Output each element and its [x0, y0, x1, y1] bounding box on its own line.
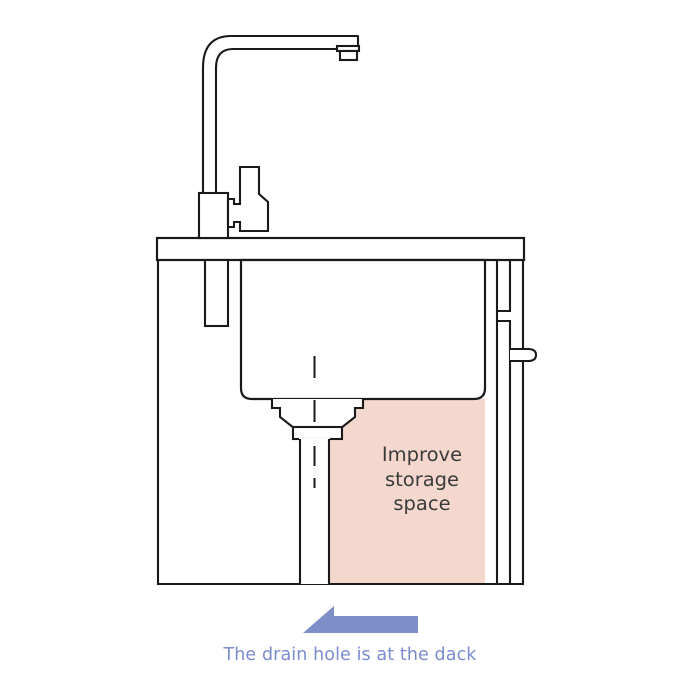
drain-hole-caption: The drain hole is at the dack: [223, 645, 477, 665]
direction-arrow-left: [303, 606, 418, 633]
faucet-lever-handle[interactable]: [226, 165, 270, 233]
improve-storage-space-region: [329, 399, 485, 583]
sink-basin: [239, 258, 487, 401]
faucet-base-column: [197, 191, 230, 240]
countertop-slab: [155, 236, 526, 262]
cabinet-door-panel: [495, 260, 512, 584]
faucet-spout-outlet: [335, 44, 361, 62]
cabinet-door-handle[interactable]: [510, 347, 538, 363]
improve-storage-space-label: Improve storage space: [381, 443, 463, 515]
cabinet-body: [156, 260, 525, 586]
gooseneck-faucet: [201, 34, 360, 193]
faucet-supply-riser: [203, 258, 230, 328]
